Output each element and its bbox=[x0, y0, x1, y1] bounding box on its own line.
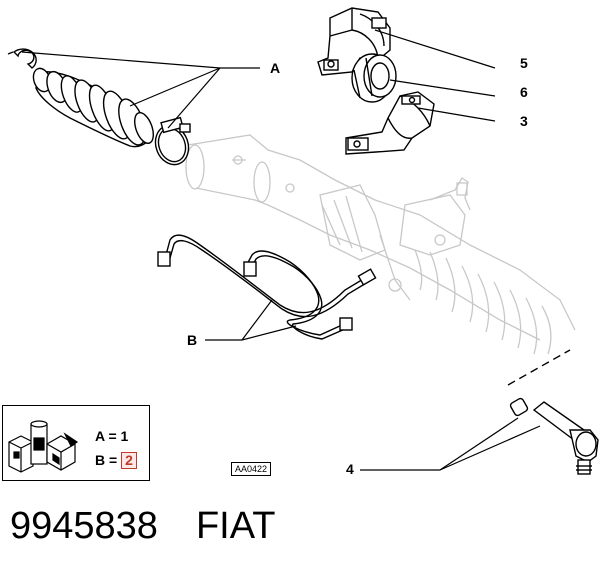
hydraulic-pipes-part-b bbox=[157, 234, 377, 340]
legend-row-a: A = 1 bbox=[95, 428, 129, 444]
legend-qty-highlight: 2 bbox=[121, 452, 137, 469]
steering-rack-housing bbox=[185, 134, 576, 355]
legend-row-b-label: B = bbox=[95, 452, 122, 468]
reference-code: AA0422 bbox=[231, 462, 272, 476]
callout-a: A bbox=[270, 60, 280, 76]
parts-kit-icon bbox=[8, 420, 79, 473]
rubber-bushing-part-6 bbox=[351, 53, 397, 103]
mount-bracket-part-3 bbox=[345, 91, 435, 155]
legend-row-b: B = 2 bbox=[95, 452, 137, 469]
callout-5: 5 bbox=[520, 55, 528, 71]
callout-b: B bbox=[187, 332, 197, 348]
quantity-legend: A = 1 B = 2 bbox=[2, 405, 150, 481]
part-number: 9945838 bbox=[10, 505, 158, 547]
callout-4: 4 bbox=[346, 461, 354, 477]
leader-lines bbox=[21, 29, 541, 471]
brand-name: FIAT bbox=[195, 505, 276, 547]
tie-rod-end-part-4 bbox=[507, 349, 599, 475]
dust-boot-part-a bbox=[7, 48, 191, 166]
callout-6: 6 bbox=[520, 84, 528, 100]
footer-title: 9945838 FIAT bbox=[10, 505, 275, 548]
callout-3: 3 bbox=[520, 113, 528, 129]
